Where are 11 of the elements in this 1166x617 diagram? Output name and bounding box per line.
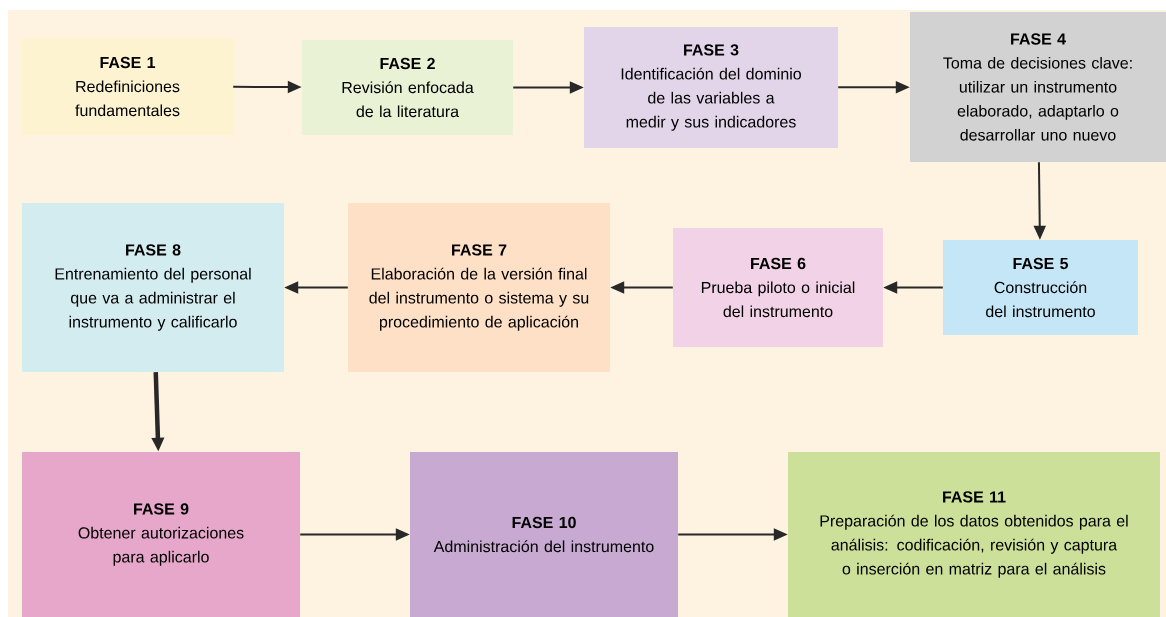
process-box: FASE 3 Identificación del dominio de las variables a medir y sus indicadores <box>584 27 838 148</box>
process-box: FASE 9 Obtener autorizaciones para aplicarlo <box>22 452 300 617</box>
process-box: FASE 8 Entrenamiento del personal que va a administrar el instrumento y calificarlo <box>22 203 284 372</box>
process-box: FASE 5 Construcción del instrumento <box>943 240 1138 335</box>
process-box: FASE 1 Redefiniciones fundamentales <box>22 38 233 135</box>
process-box: FASE 4 Toma de decisiones clave: utilizar un instrumento elaborado, adaptarlo o desarrollar uno nuevo <box>910 12 1166 162</box>
process-box: FASE 6 Prueba piloto o inicial del instrumento <box>673 228 883 347</box>
process-box: FASE 11 Preparación de los datos obtenidos para el análisis: codificación, revisión y captura o inserción en matriz para el análisis <box>788 452 1160 617</box>
process-box: FASE 7 Elaboración de la versión final del instrumento o sistema y su procedimiento de aplicación <box>348 203 610 372</box>
process-box: FASE 2 Revisión enfocada de la literatura <box>302 40 513 135</box>
process-box: FASE 10 Administración del instrumento <box>410 452 678 617</box>
